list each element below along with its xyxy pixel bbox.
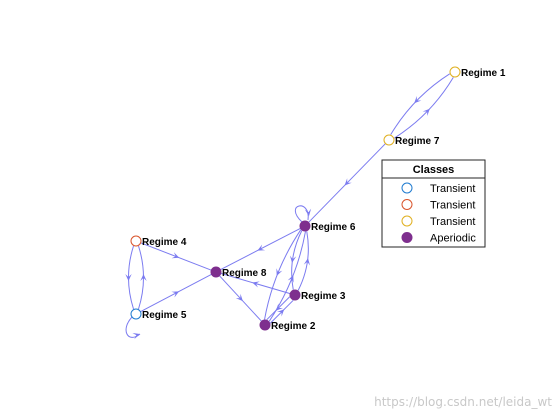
edge-r3-r2-arrow [275,303,283,311]
legend-label-3: Aperiodic [430,233,476,245]
edge-r2-r6-arrow [287,275,294,283]
legend-box [381,159,486,248]
edge-r8-r2-arrow [235,293,243,302]
legend-label-0: Transient [430,183,475,195]
node-label-r5: Regime 5 [142,310,187,321]
legend: Classes TransientTransientTransientAperi… [381,159,486,248]
node-label-r3: Regime 3 [301,291,346,302]
node-label-r8: Regime 8 [222,268,267,279]
edge-r6-r2 [264,229,302,320]
edge-r2-r6 [268,231,306,322]
edge-r6-r6-arrow [304,208,312,216]
node-r5 [130,308,142,320]
watermark-text: https://blog.csdn.net/leida_wt [374,395,552,409]
nodes-layer: Regime 1 Regime 2 Regime 3 Regime 4 Regime 5… [130,66,506,332]
node-r8 [210,266,222,278]
edges-layer [125,73,454,340]
edge-r6-r3-arrow [289,255,297,263]
edge-r6-r8-arrow [257,244,266,251]
edge-r6-r2-arrow [276,268,283,276]
node-r3 [289,289,301,301]
edge-r3-r6-arrow [303,258,311,266]
legend-label-2: Transient [430,216,475,228]
edge-r6-r6 [294,205,309,223]
edge-r7-r1 [394,77,454,139]
edge-r3-r8-arrow [252,281,260,288]
edge-r1-r7 [390,73,450,135]
legend-marker-2 [401,215,413,227]
node-r2 [259,319,271,331]
legend-label-1: Transient [430,200,475,212]
node-r7 [383,134,395,146]
edge-r7-r6-arrow [344,178,352,186]
edge-r1-r7-arrow [414,96,422,104]
edge-r5-r4-arrow [140,274,147,281]
node-r4 [130,235,142,247]
edge-r5-r8-arrow [171,291,180,298]
legend-marker-0 [401,182,413,194]
edge-r7-r1-arrow [422,108,430,116]
edge-r4-r8-arrow [171,252,180,259]
node-label-r1: Regime 1 [461,68,506,79]
legend-title: Classes [413,164,455,176]
node-label-r7: Regime 7 [395,136,440,147]
node-label-r2: Regime 2 [271,321,316,332]
node-label-r6: Regime 6 [311,222,356,233]
node-r1 [449,66,461,78]
node-r6 [299,220,311,232]
edge-r2-r3-arrow [277,309,285,317]
legend-marker-3 [401,232,413,243]
legend-marker-1 [401,199,413,210]
node-label-r4: Regime 4 [142,237,187,248]
edge-r5-r5-arrow [132,333,140,340]
edge-r4-r5-arrow [125,274,132,281]
